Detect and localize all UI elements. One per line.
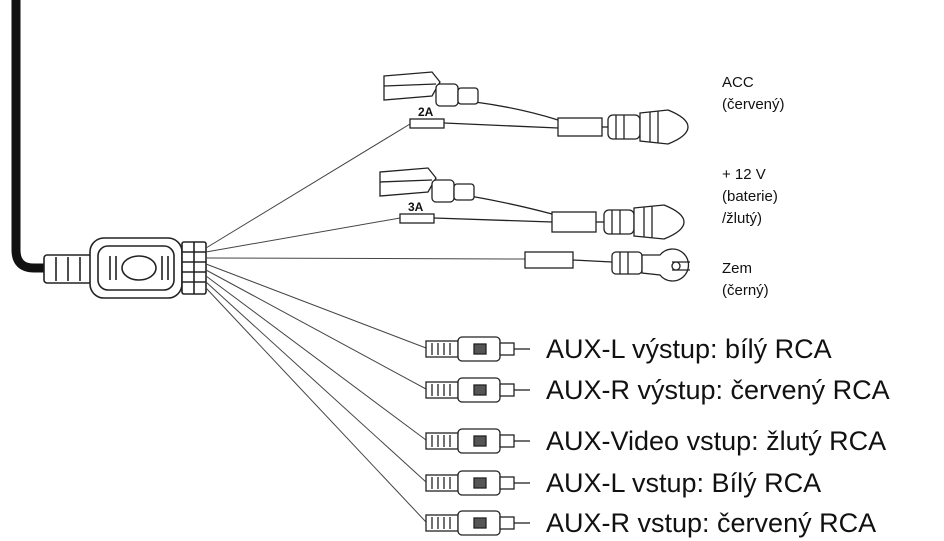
rca-label-4: AUX-L vstup: Bílý RCA — [546, 468, 822, 498]
acc-wire — [383, 71, 689, 145]
rca-connector-3 — [425, 428, 530, 454]
rca-label-5: AUX-R vstup: červený RCA — [546, 508, 877, 538]
battery-label-line-1: + 12 V — [722, 166, 766, 183]
ground-label-line-2: (černý) — [722, 282, 769, 299]
ground-label: Zem (černý) — [722, 258, 769, 302]
battery-label: + 12 V (baterie) /žlutý) — [722, 164, 778, 230]
battery-label-line-2: (baterie) — [722, 188, 778, 205]
acc-fuse-label: 2A — [418, 105, 434, 119]
rca-connector-5 — [425, 510, 530, 536]
battery-fuse-label: 3A — [408, 200, 424, 214]
acc-label: ACC (červený) — [722, 72, 785, 116]
ground-wire — [524, 248, 690, 282]
battery-label-line-3: /žlutý) — [722, 210, 763, 227]
rca-label-1: AUX-L výstup: bílý RCA — [546, 334, 832, 364]
rca-label-3: AUX-Video vstup: žlutý RCA — [546, 426, 887, 456]
main-cable — [11, 0, 46, 273]
rca-connector-4 — [425, 470, 530, 496]
rca-label-2: AUX-R výstup: červený RCA — [546, 375, 890, 405]
main-connector — [43, 237, 207, 299]
harness-wires — [205, 123, 526, 523]
battery-wire — [379, 167, 685, 240]
acc-label-line-2: (červený) — [722, 96, 785, 113]
rca-connector-2 — [425, 377, 530, 403]
acc-label-line-1: ACC — [722, 74, 754, 91]
ground-label-line-1: Zem — [722, 260, 752, 277]
rca-connector-1 — [425, 336, 530, 362]
